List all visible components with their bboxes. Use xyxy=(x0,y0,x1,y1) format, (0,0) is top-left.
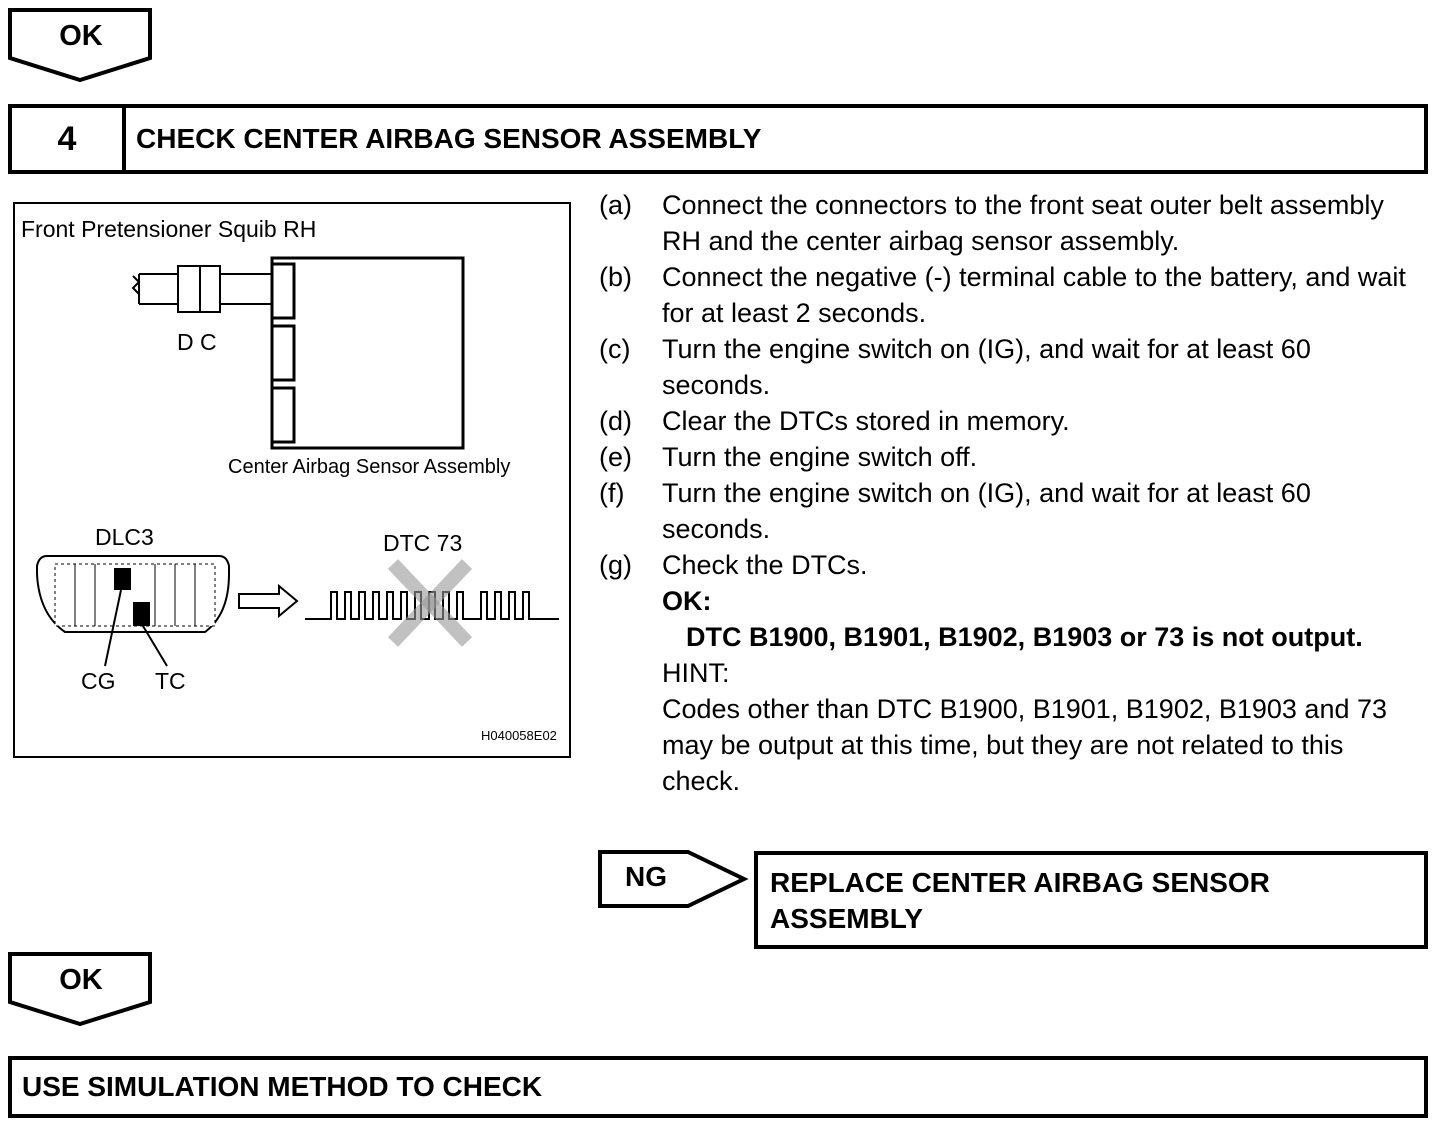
hint-text: Codes other than DTC B1900, B1901, B1902… xyxy=(662,694,1388,796)
dlc-label: DLC3 xyxy=(95,524,154,550)
ng-label: NG xyxy=(625,861,667,892)
list-item: (a) Connect the connectors to the front … xyxy=(599,187,1419,259)
step-text: Turn the engine switch off. xyxy=(662,442,978,472)
step-title: CHECK CENTER AIRBAG SENSOR ASSEMBLY xyxy=(136,123,762,154)
step-label: (b) xyxy=(599,262,632,292)
ok-condition-text: DTC B1900, B1901, B1902, B1903 or 73 is … xyxy=(686,622,1363,652)
final-step-title: USE SIMULATION METHOD TO CHECK xyxy=(8,1056,1428,1118)
dlc-diagram xyxy=(36,555,559,667)
list-item: (e) Turn the engine switch off. xyxy=(599,439,1419,475)
ng-arrow-shape xyxy=(598,850,749,908)
figure-title: Front Pretensioner Squib RH xyxy=(21,216,317,242)
ecu-label: Center Airbag Sensor Assembly xyxy=(228,456,511,478)
list-item: (c) Turn the engine switch on (IG), and … xyxy=(599,331,1419,403)
connector-diagram xyxy=(131,256,465,450)
step-header: 4 CHECK CENTER AIRBAG SENSOR ASSEMBLY xyxy=(8,104,1428,174)
connector-label: D C xyxy=(177,329,217,355)
step-text: Clear the DTCs stored in memory. xyxy=(662,406,1070,436)
ok-arrow-shape-top xyxy=(8,8,152,83)
step-text: Turn the engine switch on (IG), and wait… xyxy=(662,478,1311,544)
step-label: (a) xyxy=(599,190,632,220)
step-label: (f) xyxy=(599,478,625,508)
hint-heading: HINT: xyxy=(662,658,730,688)
step-text: Connect the negative (-) terminal cable … xyxy=(662,262,1406,328)
ok-label-bottom: OK xyxy=(59,964,103,996)
step-text: Check the DTCs. xyxy=(662,550,868,580)
step-label: (c) xyxy=(599,334,631,364)
cg-label: CG xyxy=(81,668,116,694)
step-text: Connect the connectors to the front seat… xyxy=(662,190,1384,256)
ok-heading: OK: xyxy=(662,586,712,616)
step-number: 4 xyxy=(12,108,126,170)
list-item: (d) Clear the DTCs stored in memory. xyxy=(599,403,1419,439)
tc-label: TC xyxy=(155,668,186,694)
procedure-list: (a) Connect the connectors to the front … xyxy=(599,187,1419,799)
ng-result-box: REPLACE CENTER AIRBAG SENSOR ASSEMBLY xyxy=(754,851,1428,949)
dtc-label: DTC 73 xyxy=(383,530,463,556)
figure-id: H040058E02 xyxy=(481,728,557,743)
wiring-figure: Front Pretensioner Squib RH D C Center A… xyxy=(13,202,571,758)
list-item: (f) Turn the engine switch on (IG), and … xyxy=(599,475,1419,547)
step-label: (d) xyxy=(599,406,632,436)
step-label: (g) xyxy=(599,550,632,580)
list-item: (b) Connect the negative (-) terminal ca… xyxy=(599,259,1419,331)
ok-label-top: OK xyxy=(59,20,103,52)
step-text: Turn the engine switch on (IG), and wait… xyxy=(662,334,1311,400)
ok-arrow-shape-bottom xyxy=(8,952,152,1027)
step-label: (e) xyxy=(599,442,632,472)
list-item: (g) Check the DTCs. xyxy=(599,547,1419,583)
